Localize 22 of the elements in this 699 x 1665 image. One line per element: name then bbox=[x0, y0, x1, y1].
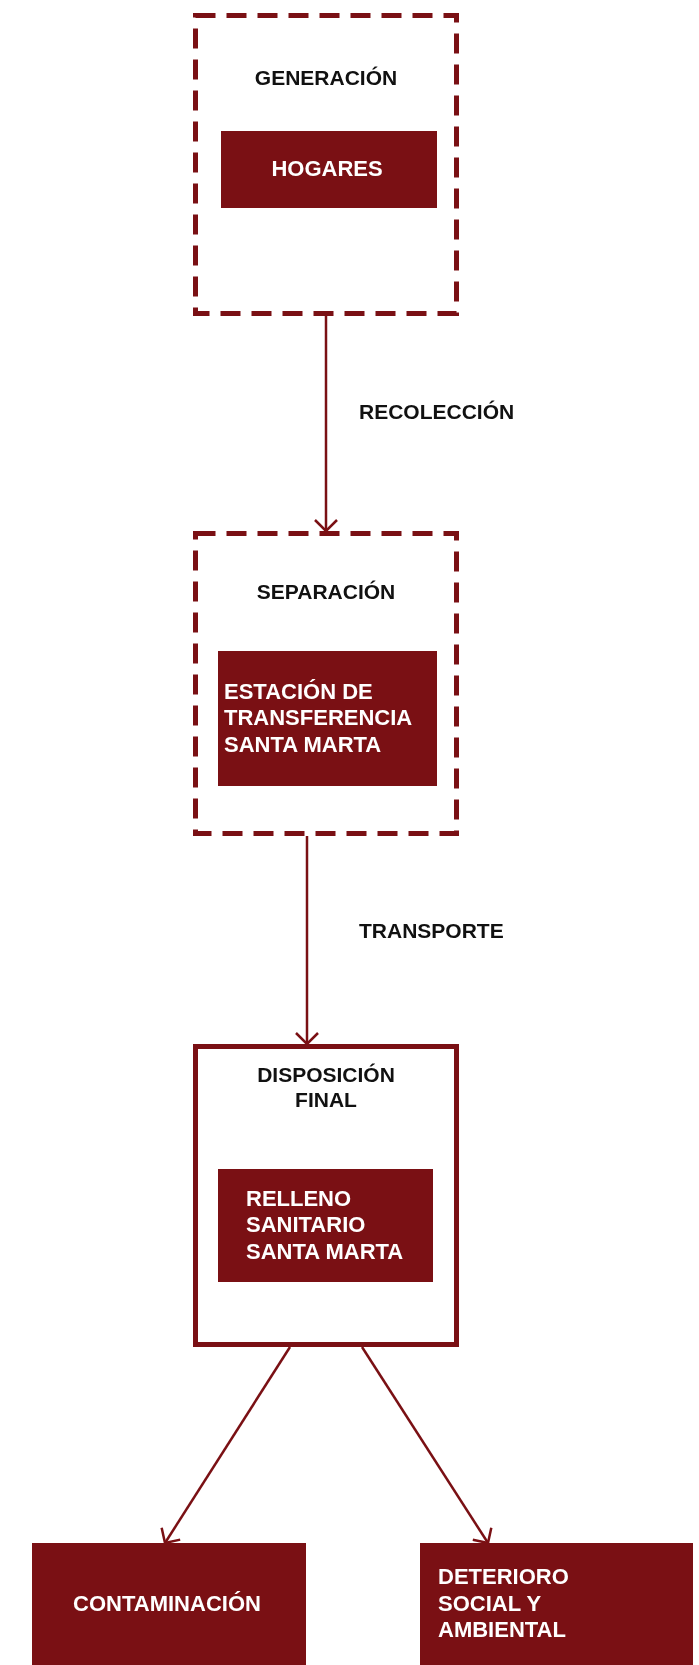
edge-label: TRANSPORTE bbox=[359, 919, 504, 943]
filled-box bbox=[221, 131, 437, 208]
dashed-stage-box bbox=[193, 13, 459, 316]
stage-title: DISPOSICIÓN FINAL bbox=[256, 1062, 396, 1113]
arrow bbox=[160, 1346, 292, 1545]
edge-label: RECOLECCIÓN bbox=[359, 400, 515, 424]
box-label: RELLENO SANITARIO SANTA MARTA bbox=[246, 1185, 405, 1266]
filled-box bbox=[420, 1543, 693, 1665]
filled-box bbox=[218, 651, 437, 786]
stage-title: GENERACIÓN bbox=[253, 65, 399, 91]
arrow bbox=[313, 316, 339, 533]
box-label: DETERIORO SOCIAL Y AMBIENTAL bbox=[438, 1564, 570, 1644]
arrow bbox=[360, 1346, 493, 1545]
dashed-stage-box bbox=[193, 531, 459, 836]
stage-title: SEPARACIÓN bbox=[255, 579, 397, 605]
filled-box bbox=[32, 1543, 306, 1665]
box-label: HOGARES bbox=[270, 156, 384, 183]
filled-box bbox=[218, 1169, 433, 1282]
box-label: CONTAMINACIÓN bbox=[72, 1590, 262, 1618]
box-label: ESTACIÓN DE TRANSFERENCIA SANTA MARTA bbox=[224, 678, 413, 759]
arrow bbox=[294, 836, 320, 1046]
stage-box bbox=[193, 1044, 459, 1347]
